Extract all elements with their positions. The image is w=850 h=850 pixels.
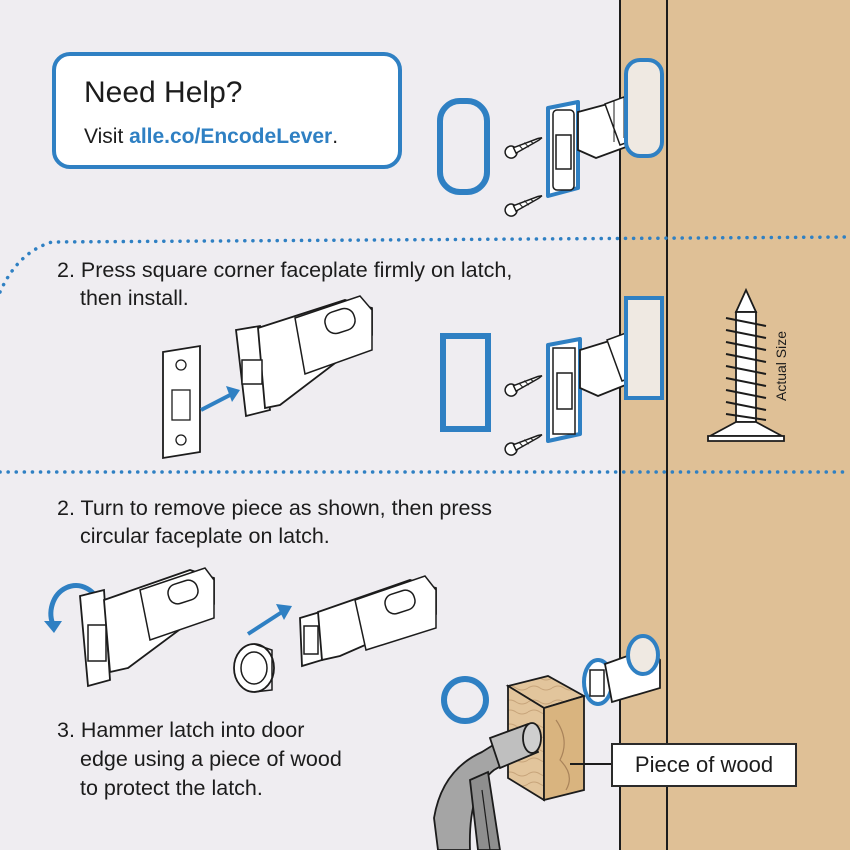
step-hammer-instructions: 3. Hammer latch into door edge using a p… [57,716,342,803]
actual-size-label: Actual Size [773,330,789,402]
round-faceplate-icon [441,676,489,724]
hammer-icon [433,722,542,850]
help-link[interactable]: alle.co/EncodeLever [129,125,333,148]
screw-icon [504,374,543,397]
wood-block [505,675,587,802]
latch-body [235,295,373,418]
screw-icon [504,136,543,159]
help-box: Need Help? Visit alle.co/EncodeLever. [52,52,402,169]
step-square-line1: 2. Press square corner faceplate firmly … [57,258,513,282]
door-mortise-plate-rounded [624,58,664,158]
help-visit-line: Visit alle.co/EncodeLever. [84,125,338,149]
door-mortise-plate-square [624,296,664,400]
rounded-faceplate-icon [437,98,490,195]
square-faceplate-latch-diagram [162,344,201,460]
door-round-hole [626,634,660,676]
section-divider-1 [0,235,850,294]
actual-size-screw-icon [707,287,785,442]
step-hammer-line1: 3. Hammer latch into door [57,718,305,742]
step-hammer-line2: edge using a piece of wood [80,747,342,771]
arrow-icon [246,604,292,636]
latch-with-tab [79,567,215,688]
square-faceplate-icon [440,333,491,432]
help-visit-prefix: Visit [84,125,130,148]
help-title: Need Help? [84,76,243,109]
step-hammer-line3: to protect the latch. [80,776,263,800]
round-faceplate-ring [233,643,275,693]
step-round-instructions: 2. Turn to remove piece as shown, then p… [57,494,492,550]
screw-icon [504,194,543,217]
step-square-instructions: 2. Press square corner faceplate firmly … [57,256,512,312]
screw-icon [504,433,543,456]
step-round-line2: circular faceplate on latch. [80,524,330,548]
piece-of-wood-label: Piece of wood [611,743,797,787]
arrow-icon [200,386,240,412]
step-square-line2: then install. [80,286,189,310]
step-round-line1: 2. Turn to remove piece as shown, then p… [57,496,493,520]
help-suffix: . [332,125,339,148]
latch-body-round [299,575,437,668]
